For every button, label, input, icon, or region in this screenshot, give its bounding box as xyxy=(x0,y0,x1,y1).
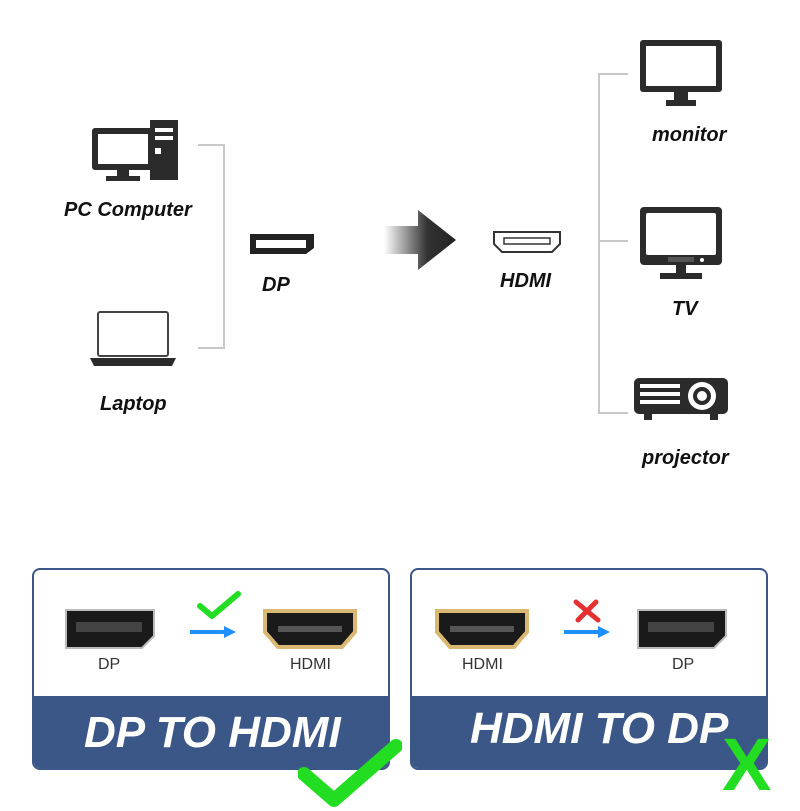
source-bracket-vertical xyxy=(223,144,225,349)
card-hdmi-label: HDMI xyxy=(290,656,331,673)
tv-label: TV xyxy=(672,298,698,320)
supported-banner-text: DP TO HDMI xyxy=(84,708,341,757)
dp-port-icon xyxy=(250,234,314,254)
large-x-mark: X xyxy=(722,723,772,806)
dp-connector-icon xyxy=(65,609,155,649)
unsupported-banner-text: HDMI TO DP xyxy=(470,704,729,753)
unsupported-direction-card: HDMI DP HDMI TO DP xyxy=(410,568,768,770)
check-mark-icon xyxy=(197,591,241,619)
source-bracket-bottom xyxy=(198,347,224,349)
hdmi-port-icon xyxy=(493,231,561,253)
large-check-mark-icon xyxy=(298,739,402,807)
supported-banner: DP TO HDMI xyxy=(34,696,388,768)
hdmi-connector-icon xyxy=(263,609,357,649)
monitor-label: monitor xyxy=(652,124,727,146)
dp-connector-icon xyxy=(637,609,727,649)
source-bracket-top xyxy=(198,144,224,146)
blue-arrow-icon xyxy=(190,626,236,638)
dp-label: DP xyxy=(262,274,290,296)
pc-computer-icon xyxy=(92,120,178,181)
conversion-arrow-icon xyxy=(384,210,456,270)
display-bracket-middle xyxy=(598,240,628,242)
laptop-icon xyxy=(90,311,176,366)
display-bracket-bottom xyxy=(598,412,628,414)
card-dp-label: DP xyxy=(98,656,121,673)
supported-direction-card: DP HDMI DP TO HDMI xyxy=(32,568,390,770)
card-hdmi-label: HDMI xyxy=(462,656,503,673)
unsupported-banner: HDMI TO DP xyxy=(412,696,766,768)
red-cross-icon xyxy=(573,599,601,623)
display-bracket-top xyxy=(598,73,628,75)
card-dp-label: DP xyxy=(672,656,695,673)
projector-icon xyxy=(634,378,728,420)
hdmi-label: HDMI xyxy=(500,270,552,292)
display-bracket-vertical xyxy=(598,73,600,414)
blue-arrow-icon xyxy=(564,626,610,638)
laptop-label: Laptop xyxy=(100,393,167,415)
pc-computer-label: PC Computer xyxy=(64,199,192,221)
tv-icon xyxy=(640,207,722,279)
monitor-icon xyxy=(640,40,722,106)
projector-label: projector xyxy=(642,447,729,469)
hdmi-connector-icon xyxy=(435,609,529,649)
